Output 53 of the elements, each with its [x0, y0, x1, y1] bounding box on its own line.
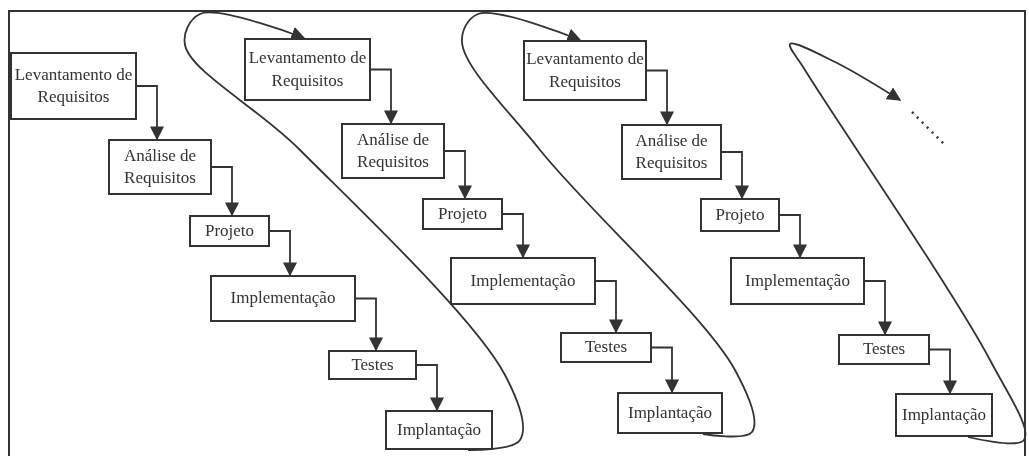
- box-label: Testes: [862, 338, 906, 361]
- arrow: [721, 151, 749, 200]
- arrow: [651, 346, 679, 394]
- arrow: [864, 280, 892, 336]
- box-label: Implementação: [230, 287, 336, 310]
- arrow: [929, 348, 957, 395]
- process-box: [621, 124, 722, 180]
- loop-arrow: [183, 11, 524, 451]
- arrow: [646, 69, 674, 126]
- box-label: Testes: [584, 336, 628, 359]
- box-label: Implantação: [397, 418, 481, 441]
- process-box: [108, 139, 212, 195]
- arrow: [355, 297, 383, 352]
- process-box: [422, 198, 503, 230]
- box-label: Levantamento de Requisitos: [13, 63, 134, 108]
- process-box: [210, 275, 356, 322]
- loop-arrow: [461, 12, 756, 438]
- process-box: [730, 257, 865, 305]
- process-box: [617, 392, 723, 434]
- arrow: [779, 214, 807, 259]
- process-box: [385, 410, 493, 450]
- process-box: [523, 40, 647, 101]
- process-box: [341, 123, 445, 179]
- arrow: [502, 213, 530, 259]
- arrow: [211, 166, 239, 217]
- box-label: Projeto: [204, 219, 255, 242]
- box-label: Implementação: [745, 269, 850, 292]
- box-label: Projeto: [715, 203, 765, 226]
- process-box: [244, 38, 371, 101]
- arrow: [595, 280, 623, 334]
- box-label: Levantamento de Requisitos: [247, 47, 368, 92]
- box-label: Implementação: [470, 269, 576, 292]
- box-label: Implantação: [628, 401, 712, 424]
- process-box: [560, 332, 652, 363]
- process-box: [838, 334, 930, 365]
- process-box: [189, 215, 270, 247]
- arrow: [370, 68, 398, 125]
- box-label: Análise de Requisitos: [355, 128, 431, 173]
- process-box: [450, 257, 596, 305]
- process-box: [10, 52, 137, 120]
- box-label: Análise de Requisitos: [634, 129, 709, 174]
- arrow: [416, 364, 444, 412]
- arrow: [136, 85, 164, 141]
- box-label: Levantamento de Requisitos: [525, 48, 645, 93]
- box-label: Testes: [351, 353, 394, 376]
- arrow: [269, 230, 297, 277]
- process-box: [895, 393, 993, 437]
- process-box: [328, 350, 417, 380]
- arrow: [444, 150, 472, 200]
- box-label: Análise de Requisitos: [122, 144, 198, 189]
- box-label: Projeto: [437, 202, 488, 225]
- process-box: [700, 198, 780, 232]
- box-label: Implantação: [902, 403, 986, 426]
